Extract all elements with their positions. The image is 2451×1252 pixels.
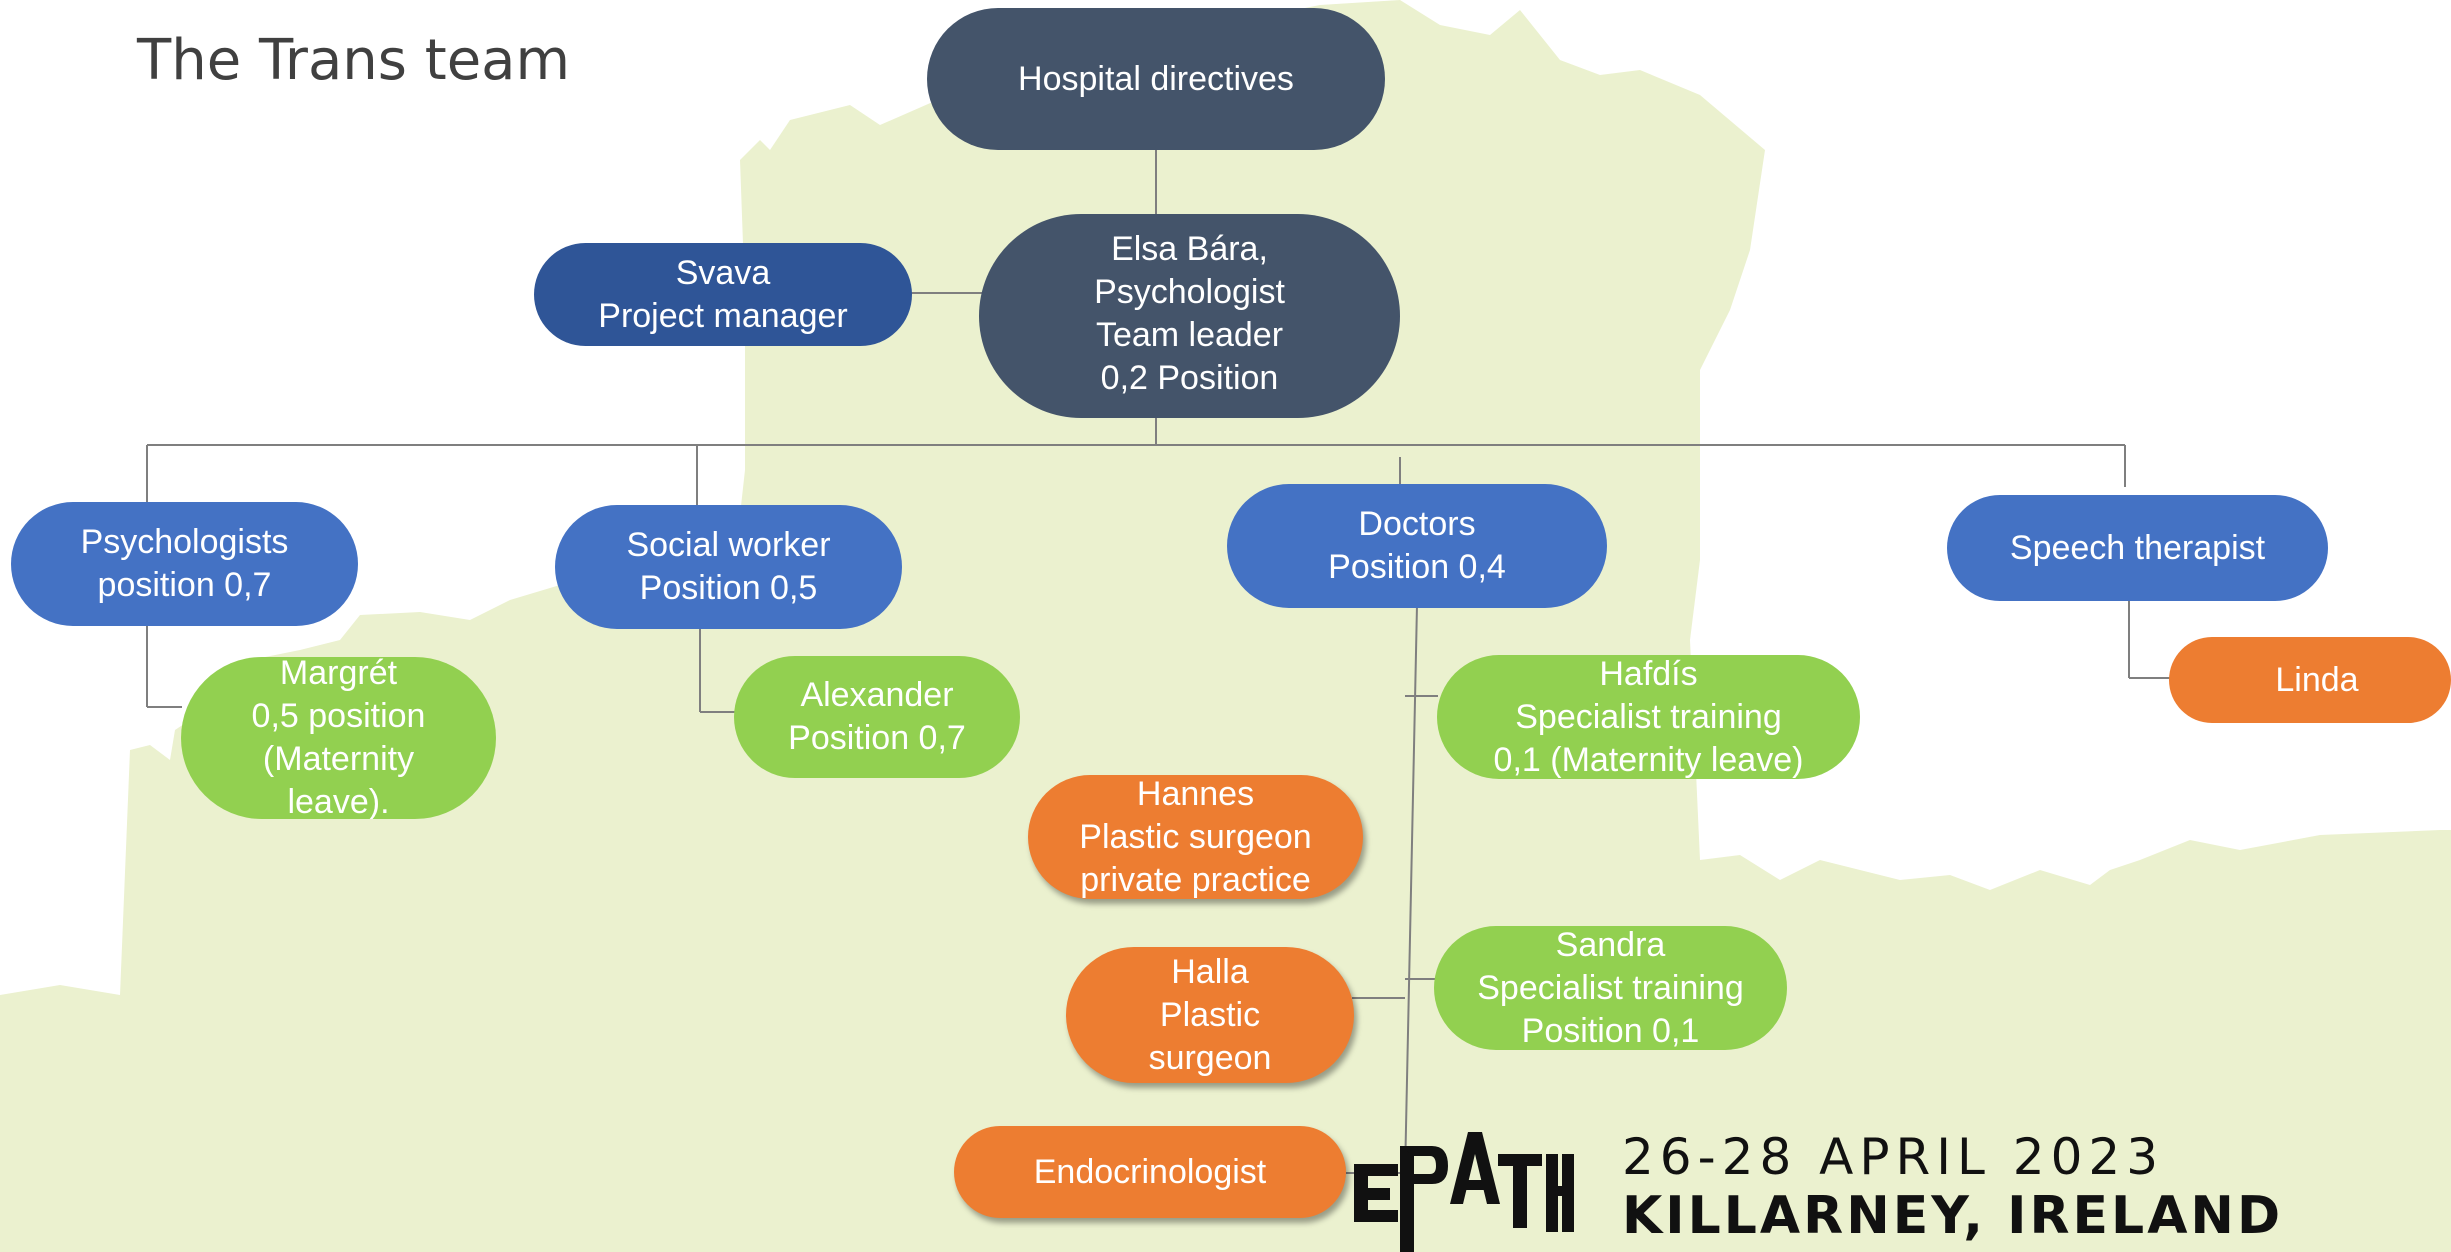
node-halla: Halla Plastic surgeon [1066, 947, 1354, 1083]
connector [1404, 604, 1418, 1176]
node-margret: Margrét 0,5 position (Maternity leave). [181, 657, 496, 819]
node-alexander: Alexander Position 0,7 [734, 656, 1020, 778]
node-sandra: Sandra Specialist training Position 0,1 [1434, 926, 1787, 1050]
node-doctors: Doctors Position 0,4 [1227, 484, 1607, 608]
node-team-leader: Elsa Bára, Psychologist Team leader 0,2 … [979, 214, 1400, 418]
node-linda: Linda [2169, 637, 2451, 723]
event-dates: 26-28 APRIL 2023 [1622, 1128, 2165, 1186]
event-location: KILLARNEY, IRELAND [1622, 1186, 2284, 1246]
node-hannes: Hannes Plastic surgeon private practice [1028, 775, 1363, 899]
node-speech-therapist: Speech therapist [1947, 495, 2328, 601]
node-hospital-directives: Hospital directives [927, 8, 1385, 150]
node-psychologists: Psychologists position 0,7 [11, 502, 358, 626]
node-endocrinologist: Endocrinologist [954, 1126, 1346, 1218]
node-project-manager: Svava Project manager [534, 243, 912, 346]
slide-title: The Trans team [137, 28, 571, 93]
epath-logo [1354, 1132, 1574, 1252]
node-social-worker: Social worker Position 0,5 [555, 505, 902, 629]
node-hafdis: Hafdís Specialist training 0,1 (Maternit… [1437, 655, 1860, 779]
